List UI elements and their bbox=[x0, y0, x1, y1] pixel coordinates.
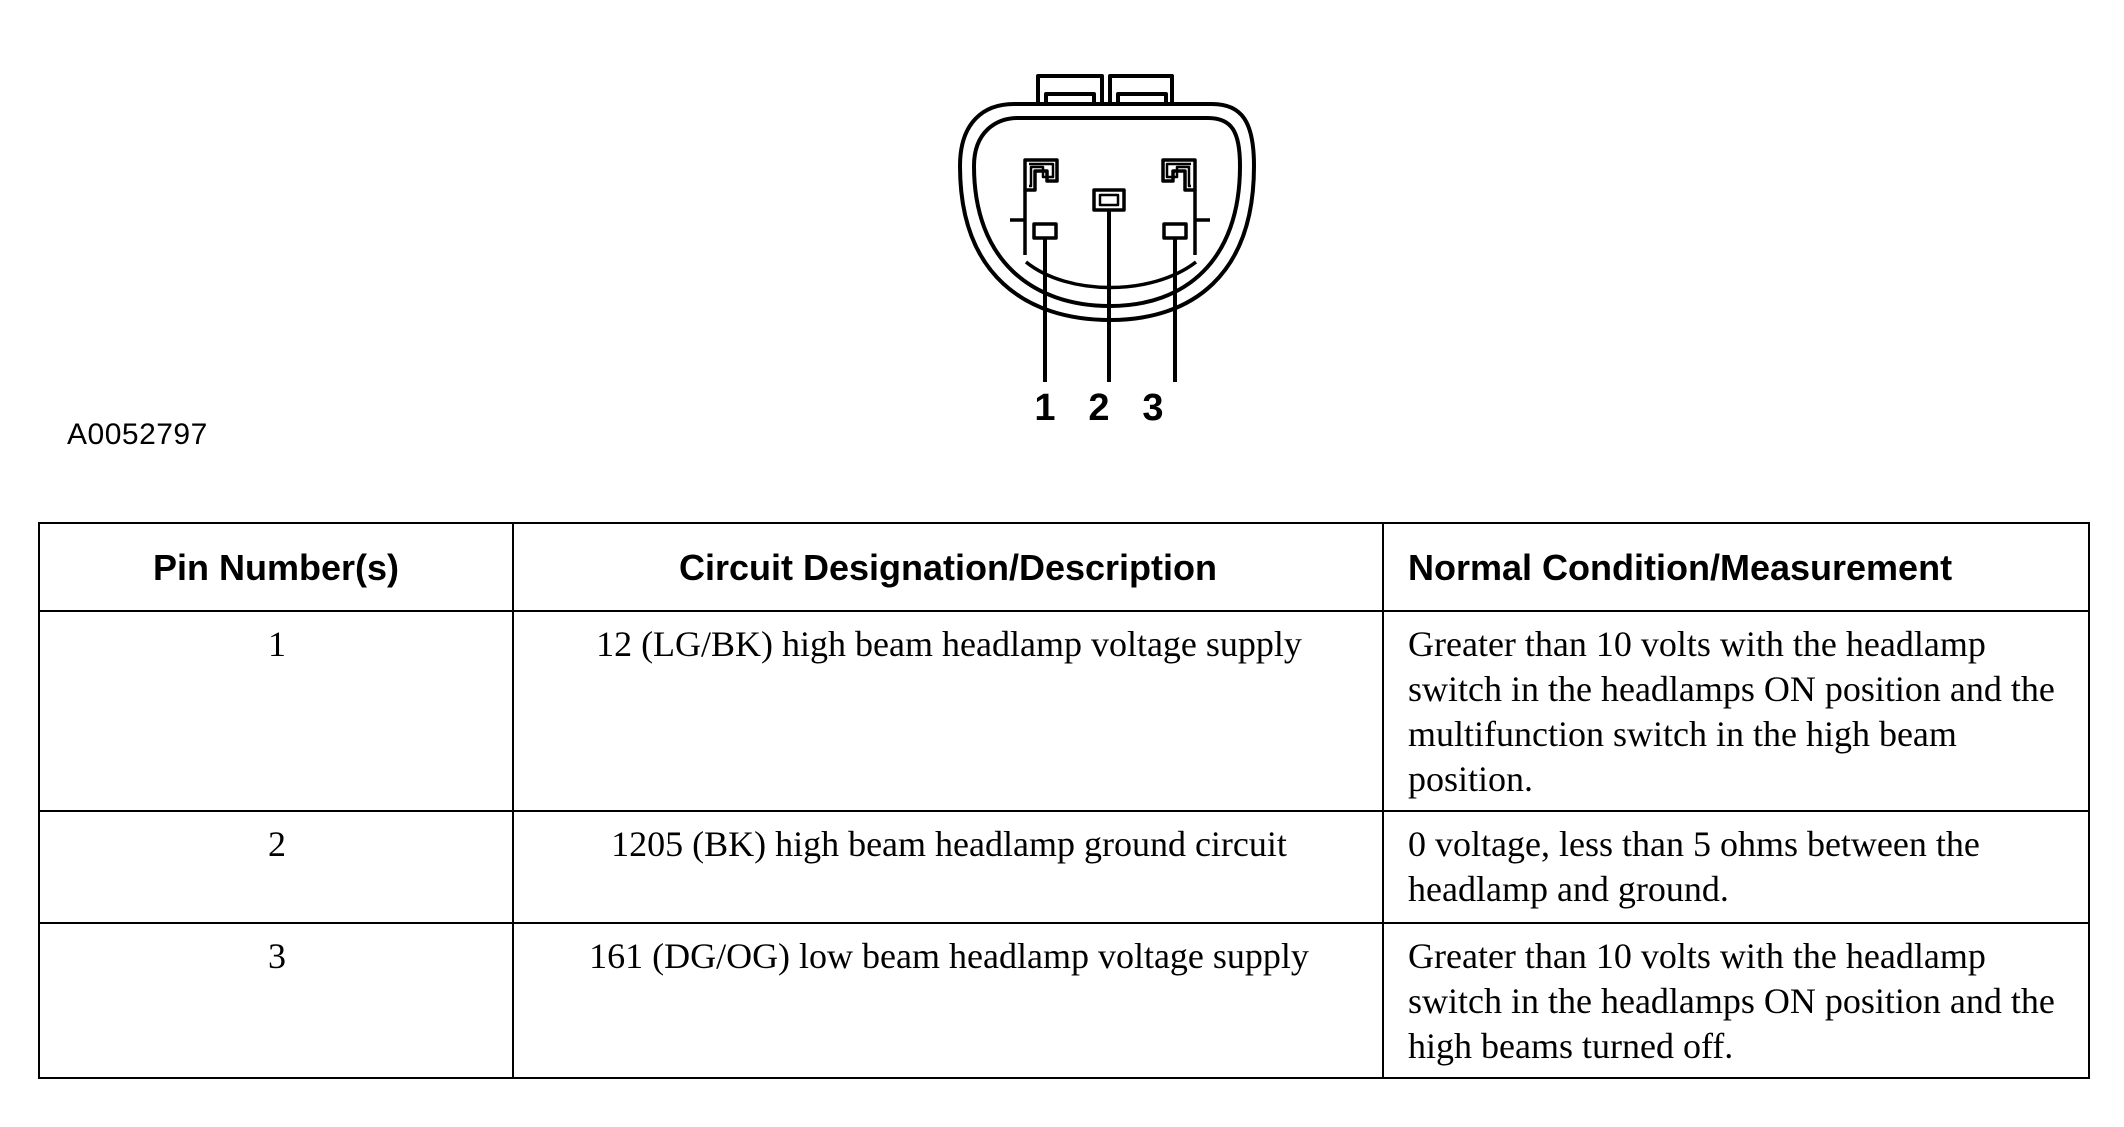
table-row: 3 161 (DG/OG) low beam headlamp voltage … bbox=[38, 922, 2090, 1079]
connector-diagram bbox=[958, 74, 1256, 382]
locking-tab-left bbox=[1036, 74, 1104, 104]
table-header-row: Pin Number(s) Circuit Designation/Descri… bbox=[38, 522, 2090, 612]
pinout-table: Pin Number(s) Circuit Designation/Descri… bbox=[38, 522, 2090, 1079]
pin-leader-lines bbox=[1043, 210, 1177, 382]
locking-tab-right-inner bbox=[1116, 92, 1168, 104]
pin-label-1: 1 bbox=[1034, 387, 1056, 429]
pin-label-2: 2 bbox=[1088, 387, 1110, 429]
cell-measurement: 0 voltage, less than 5 ohms between the … bbox=[1382, 810, 2090, 924]
cell-pin-number: 3 bbox=[38, 922, 514, 1079]
table-row: 2 1205 (BK) high beam headlamp ground ci… bbox=[38, 810, 2090, 924]
header-pin-numbers: Pin Number(s) bbox=[38, 522, 514, 612]
cell-pin-number: 2 bbox=[38, 810, 514, 924]
table-row: 1 12 (LG/BK) high beam headlamp voltage … bbox=[38, 610, 2090, 812]
locking-tab-right bbox=[1108, 74, 1174, 104]
cell-pin-number: 1 bbox=[38, 610, 514, 812]
pin-label-3: 3 bbox=[1142, 387, 1164, 429]
cell-circuit-description: 1205 (BK) high beam headlamp ground circ… bbox=[512, 810, 1384, 924]
terminal-cavity-1 bbox=[1010, 158, 1059, 255]
figure-id: A0052797 bbox=[67, 418, 208, 451]
terminal-cavity-3 bbox=[1161, 158, 1210, 255]
cell-measurement: Greater than 10 volts with the headlamp … bbox=[1382, 922, 2090, 1079]
cell-circuit-description: 12 (LG/BK) high beam headlamp voltage su… bbox=[512, 610, 1384, 812]
terminal-cavity-2 bbox=[1092, 188, 1126, 212]
header-normal-condition: Normal Condition/Measurement bbox=[1382, 522, 2090, 612]
locking-tabs bbox=[1036, 74, 1174, 104]
header-circuit-designation: Circuit Designation/Description bbox=[512, 522, 1384, 612]
cell-circuit-description: 161 (DG/OG) low beam headlamp voltage su… bbox=[512, 922, 1384, 1079]
locking-tab-left-inner bbox=[1044, 92, 1096, 104]
cell-measurement: Greater than 10 volts with the headlamp … bbox=[1382, 610, 2090, 812]
